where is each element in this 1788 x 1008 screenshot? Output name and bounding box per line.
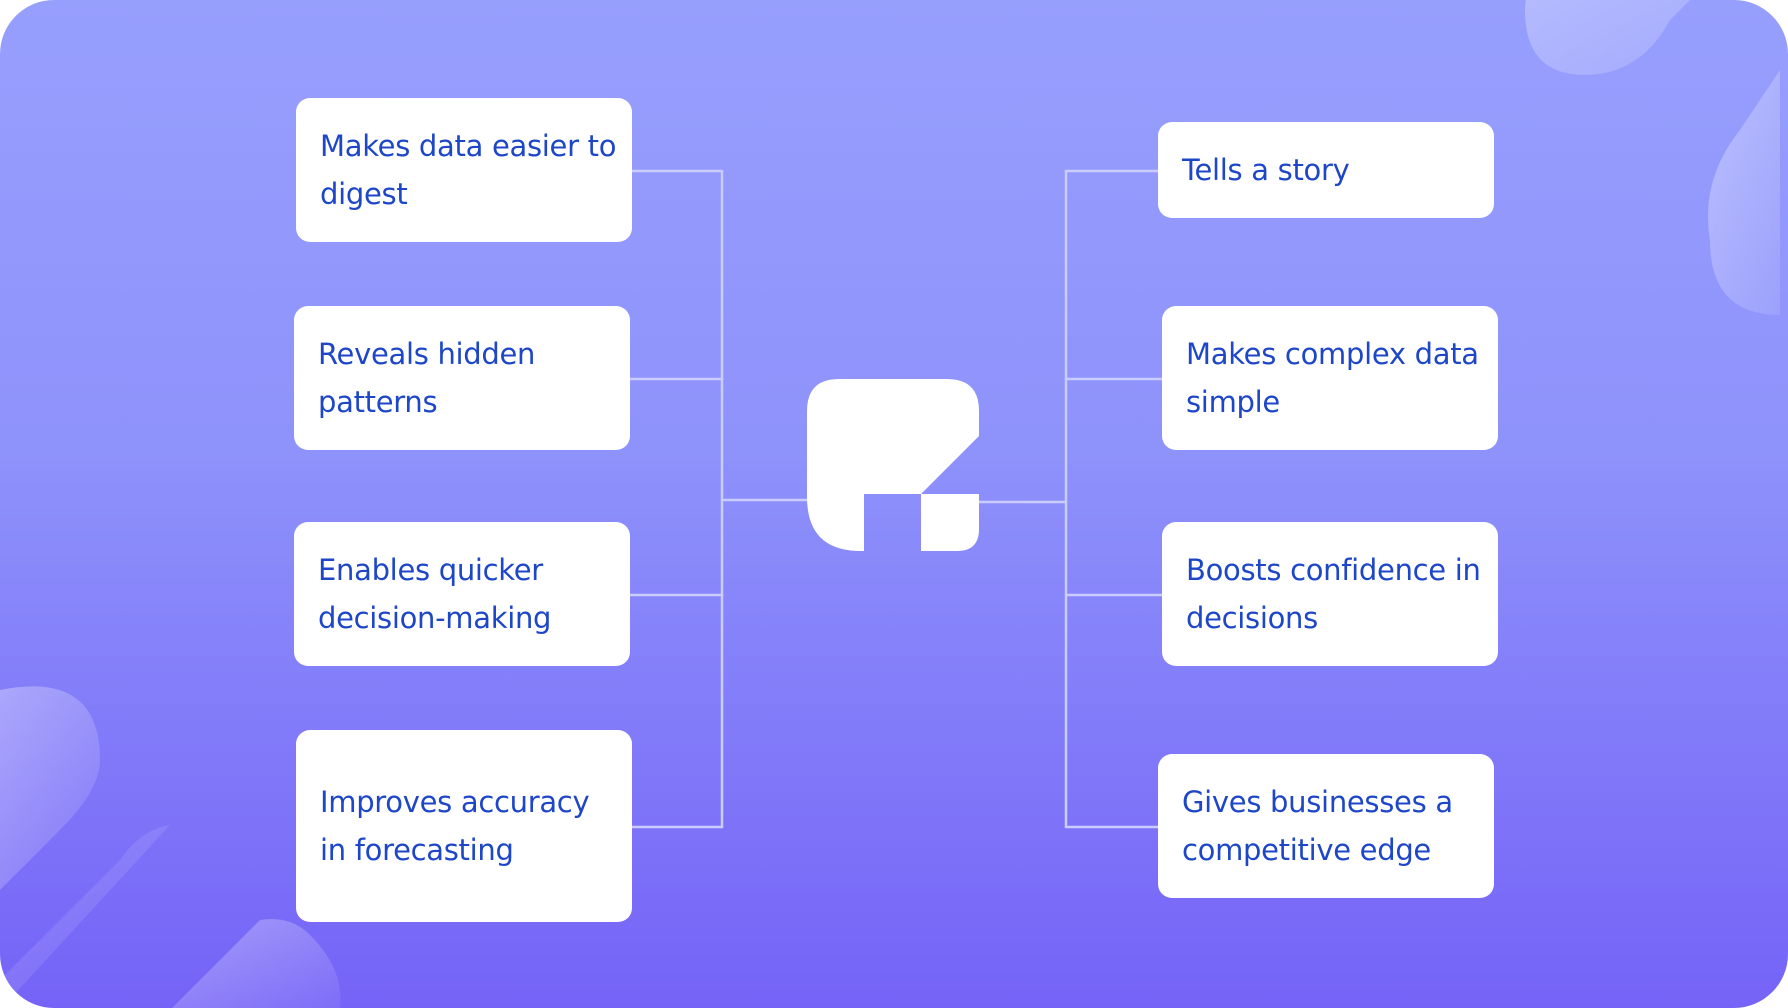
decorative-pill-shape [1525, 0, 1780, 315]
decorative-pill-shape [0, 686, 341, 1008]
right-item-label: Boosts confidence in decisions [1186, 553, 1481, 635]
left-item-label: Improves accuracy in forecasting [320, 785, 590, 867]
left-item-label: Enables quicker decision-making [318, 553, 552, 635]
left-item-card: Enables quicker decision-making [294, 522, 630, 666]
right-item-card: Gives businesses a competitive edge [1158, 754, 1494, 898]
right-item-card: Makes complex data simple [1162, 306, 1498, 450]
right-item-card: Boosts confidence in decisions [1162, 522, 1498, 666]
right-item-card: Tells a story [1158, 122, 1494, 218]
left-item-card: Reveals hidden patterns [294, 306, 630, 450]
brand-logo-icon [807, 379, 979, 551]
left-item-label: Makes data easier to digest [320, 129, 617, 211]
left-item-card: Improves accuracy in forecasting [296, 730, 632, 922]
right-item-label: Makes complex data simple [1186, 337, 1479, 419]
left-item-card: Makes data easier to digest [296, 98, 632, 242]
right-item-label: Gives businesses a competitive edge [1182, 785, 1453, 867]
right-item-label: Tells a story [1182, 153, 1350, 187]
left-item-label: Reveals hidden patterns [318, 337, 536, 419]
